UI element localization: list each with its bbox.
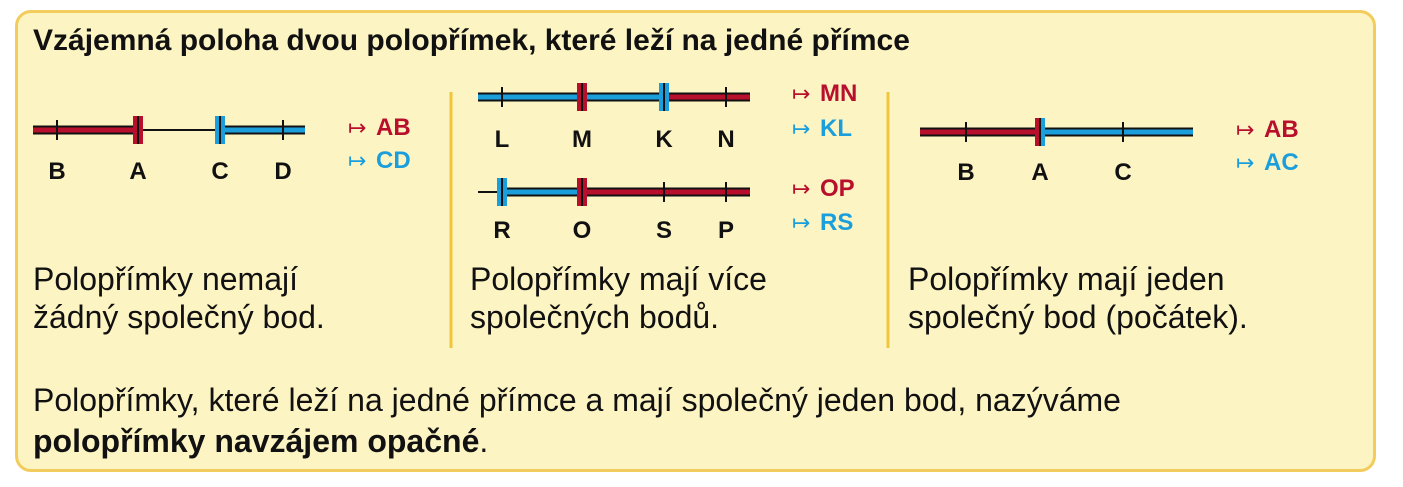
panel-3-ray-label-AC-symbol: ↦: [1236, 151, 1254, 176]
content-box: [15, 10, 1376, 472]
summary-term: polopřímky navzájem opačné: [33, 423, 480, 459]
panel-2b-point-R: R: [493, 217, 510, 244]
summary-period: .: [479, 423, 489, 459]
panel-1-description-line-2: žádný společný bod.: [33, 299, 325, 335]
panel-1-ray-label-AB-symbol: ↦: [348, 116, 366, 141]
panel-2a-ray-label-MN-name: MN: [820, 80, 857, 107]
panel-3-ray-label-AB-symbol: ↦: [1236, 118, 1254, 143]
panel-3-ray-label-AC-name: AC: [1264, 149, 1299, 176]
panel-2b-ray-label-RS-symbol: ↦: [792, 211, 810, 236]
panel-3-origin-red: [1035, 118, 1040, 146]
panel-2a-ray-label-MN-symbol: ↦: [792, 82, 810, 107]
panel-2b-ray-label-RS-name: RS: [820, 209, 853, 236]
panel-2-description-line-2: společných bodů.: [470, 299, 720, 335]
panel-3-point-C: C: [1114, 159, 1131, 186]
page-title: Vzájemná poloha dvou polopřímek, které l…: [33, 24, 910, 57]
panel-2a-point-N: N: [717, 126, 734, 153]
panel-3-origin-blue: [1040, 118, 1045, 146]
panel-1-ray-label-CD-name: CD: [376, 147, 411, 174]
panel-2b-ray-label-OP-symbol: ↦: [792, 177, 810, 202]
panel-2a-ray-label-KL-name: KL: [820, 115, 852, 142]
panel-3-description: Polopřímky mají jeden společný bod (počá…: [908, 260, 1248, 336]
panel-2a-ray-label-KL-symbol: ↦: [792, 117, 810, 142]
summary-line-1: Polopřímky, které leží na jedné přímce a…: [33, 382, 1121, 418]
panel-2a-point-K: K: [655, 126, 673, 153]
panel-2b-ray-label-OP-name: OP: [820, 175, 855, 202]
panel-3-point-B: B: [957, 159, 974, 186]
panel-2b-point-O: O: [573, 217, 592, 244]
panel-1-point-B: B: [48, 158, 65, 185]
panel-2a-point-L: L: [495, 126, 510, 153]
panel-1-point-C: C: [211, 158, 228, 185]
panel-3-ray-label-AB-name: AB: [1264, 116, 1299, 143]
panel-1-point-A: A: [129, 158, 146, 185]
panel-1-point-D: D: [274, 158, 291, 185]
summary-text: Polopřímky, které leží na jedné přímce a…: [33, 380, 1121, 462]
panel-1-description-line-1: Polopřímky nemají: [33, 261, 298, 297]
panel-3-point-A: A: [1031, 159, 1048, 186]
panel-3-description-line-1: Polopřímky mají jeden: [908, 261, 1225, 297]
panel-2-description: Polopřímky mají více společných bodů.: [470, 260, 767, 336]
panel-2b-point-P: P: [718, 217, 734, 244]
panel-2b-point-S: S: [656, 217, 672, 244]
panel-1-description: Polopřímky nemají žádný společný bod.: [33, 260, 325, 336]
panel-3-description-line-2: společný bod (počátek).: [908, 299, 1248, 335]
panel-1-ray-label-CD-symbol: ↦: [348, 149, 366, 174]
panel-2-description-line-1: Polopřímky mají více: [470, 261, 767, 297]
panel-2a-point-M: M: [572, 126, 592, 153]
panel-1-ray-label-AB-name: AB: [376, 114, 411, 141]
